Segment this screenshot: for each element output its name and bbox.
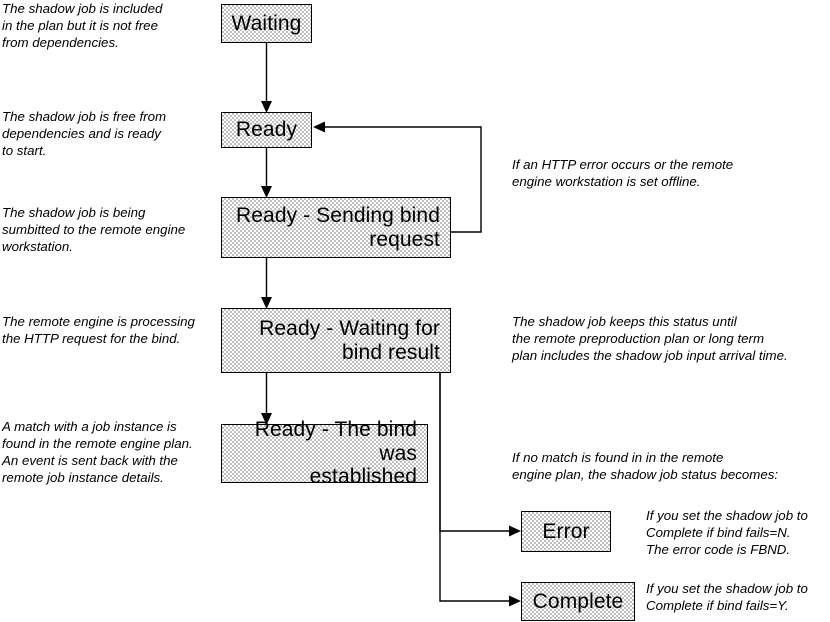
node-ready-label: Ready bbox=[235, 118, 298, 142]
node-complete-label: Complete bbox=[532, 589, 624, 613]
edge-sending-to-waitbind bbox=[261, 258, 272, 309]
edge-waitbind-to-bound bbox=[261, 373, 272, 425]
edge-waiting-to-ready bbox=[261, 43, 272, 113]
node-bind-established-label: Ready - The bind was established bbox=[254, 418, 417, 489]
note-error: If you set the shadow job to Complete if… bbox=[646, 508, 808, 557]
note-sending-bind-request: The shadow job is being sumbitted to the… bbox=[2, 205, 186, 254]
edge-waitbind-to-complete bbox=[439, 373, 521, 607]
note-no-match: If no match is found in in the remote en… bbox=[512, 450, 779, 482]
edge-sending-to-ready-feedback bbox=[313, 121, 482, 233]
note-waiting-for-bind-result: The remote engine is processing the HTTP… bbox=[2, 314, 195, 346]
note-complete: If you set the shadow job to Complete if… bbox=[646, 581, 808, 613]
node-bind-established[interactable]: Ready - The bind was established bbox=[221, 418, 428, 488]
node-waiting-for-bind-result-label: Ready - Waiting for bind result bbox=[259, 316, 440, 364]
edge-waitbind-to-error bbox=[439, 373, 521, 537]
note-ready: The shadow job is free from dependencies… bbox=[2, 109, 167, 158]
node-waiting[interactable]: Waiting bbox=[221, 4, 312, 43]
edge-ready-to-sending bbox=[261, 148, 272, 198]
node-error[interactable]: Error bbox=[521, 511, 611, 552]
node-sending-bind-request[interactable]: Ready - Sending bind request bbox=[221, 197, 451, 258]
note-waiting: The shadow job is included in the plan b… bbox=[2, 1, 163, 50]
note-bind-established: A match with a job instance is found in … bbox=[2, 419, 193, 485]
node-complete[interactable]: Complete bbox=[521, 582, 635, 621]
node-waiting-for-bind-result[interactable]: Ready - Waiting for bind result bbox=[221, 308, 451, 373]
node-waiting-label: Waiting bbox=[231, 11, 302, 35]
node-ready[interactable]: Ready bbox=[221, 112, 312, 148]
node-error-label: Error bbox=[542, 519, 590, 543]
note-http-error: If an HTTP error occurs or the remote en… bbox=[512, 157, 734, 189]
node-sending-bind-request-label: Ready - Sending bind request bbox=[236, 203, 440, 251]
note-keeps-status: The shadow job keeps this status until t… bbox=[512, 314, 788, 363]
